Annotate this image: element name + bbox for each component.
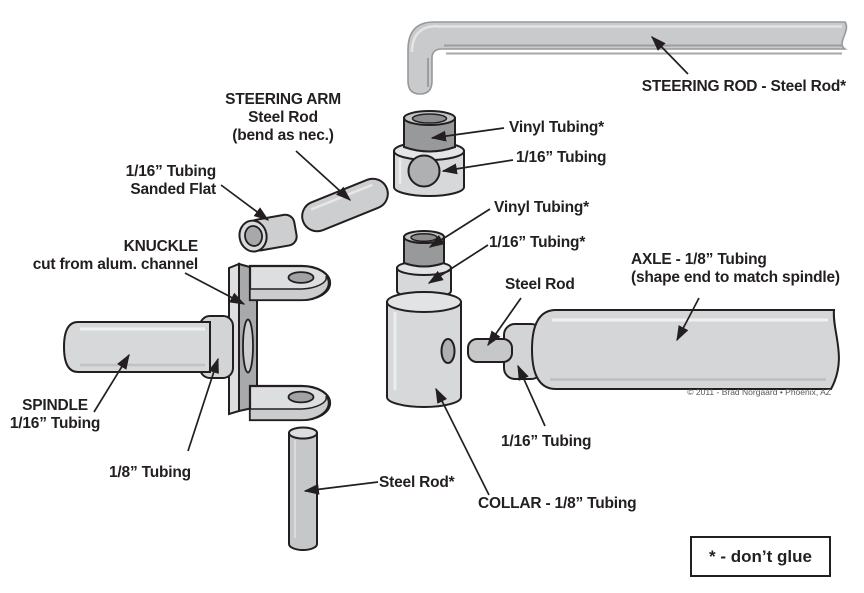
label-spindle-line2: 1/16” Tubing (9, 414, 101, 432)
label-steel-rod-axle: Steel Rod (505, 276, 575, 294)
dont-glue-legend: * - don’t glue (690, 536, 831, 577)
arrow-tubing-116-axle (517, 364, 546, 427)
arrow-steel-rod-bottom (303, 481, 379, 495)
label-sanded-tubing-line2: Sanded Flat (130, 180, 216, 198)
label-axle-line2: (shape end to match spindle) (631, 268, 840, 286)
copyright-text: © 2011 - Brad Norgaard • Phoenix, AZ (687, 387, 831, 397)
label-knuckle-line2: cut from alum. channel (32, 255, 198, 273)
label-tubing-116-top: 1/16” Tubing (516, 149, 607, 167)
sanded-tube-part (238, 213, 298, 253)
label-vinyl-tubing-mid-text: Vinyl Tubing* (494, 199, 589, 216)
label-sanded-tubing-line1: 1/16” Tubing (125, 163, 217, 180)
arrow-knuckle (184, 272, 246, 305)
label-tubing-18: 1/8” Tubing (109, 464, 191, 482)
label-knuckle: KNUCKLE cut from alum. channel (19, 238, 198, 274)
label-tubing-116-axle: 1/16” Tubing (501, 433, 592, 451)
arrow-axle (676, 297, 700, 342)
arrow-tubing-116-mid (427, 244, 489, 284)
label-steering-arm-line1: STEERING ARM (225, 91, 341, 108)
label-spindle-line1: SPINDLE (22, 397, 88, 414)
label-steering-arm-line2: Steel Rod (248, 108, 318, 126)
label-tubing-116-axle-text: 1/16” Tubing (501, 433, 592, 450)
arrow-tubing-18 (187, 357, 219, 452)
label-spindle: SPINDLE 1/16” Tubing (3, 397, 107, 433)
label-tubing-116-mid-text: 1/16” Tubing* (489, 234, 586, 251)
arrow-steel-rod-axle (487, 297, 522, 347)
arrow-steering-arm (295, 150, 352, 201)
label-collar-text: COLLAR - 1/8” Tubing (478, 495, 637, 512)
copyright-note: © 2011 - Brad Norgaard • Phoenix, AZ (621, 387, 831, 397)
knuckle-bottom-hole (287, 390, 315, 404)
label-steering-arm-line3: (bend as nec.) (232, 126, 334, 144)
label-axle-line1: AXLE - 1/8” Tubing (631, 251, 767, 268)
label-tubing-18-text: 1/8” Tubing (109, 464, 191, 481)
label-sanded-tubing: 1/16” Tubing Sanded Flat (96, 163, 217, 199)
steel-rod-vertical-part (288, 426, 318, 551)
label-collar: COLLAR - 1/8” Tubing (478, 495, 637, 513)
arrow-vinyl-mid (428, 208, 491, 248)
collar-stack-assembly (386, 230, 462, 408)
arrow-spindle (93, 353, 130, 413)
spindle-tube-part (62, 321, 211, 373)
label-tubing-116-mid: 1/16” Tubing* (489, 234, 585, 252)
arrow-vinyl-top (430, 127, 505, 142)
label-tubing-116-top-text: 1/16” Tubing (516, 149, 607, 166)
label-steering-arm: STEERING ARM Steel Rod (bend as nec.) (193, 91, 373, 144)
label-steering-rod: STEERING ROD - Steel Rod* (600, 78, 846, 96)
knuckle-bracket-part (228, 262, 332, 422)
vinyl-tube-top-part (403, 110, 456, 153)
axle-assembly (467, 309, 840, 390)
arrow-sanded-tube (220, 184, 270, 221)
arrow-collar (435, 387, 490, 496)
label-steel-rod-bottom: Steel Rod* (379, 474, 455, 492)
label-steel-rod-bottom-text: Steel Rod* (379, 474, 455, 491)
tube-hole (407, 154, 441, 188)
label-steel-rod-axle-text: Steel Rod (505, 276, 575, 293)
steering-arm-rod-part (301, 177, 389, 233)
collar-cylinder-part (386, 291, 462, 408)
steering-rod-part (407, 21, 848, 95)
label-vinyl-tubing-top-text: Vinyl Tubing* (509, 119, 604, 136)
vinyl-tube-mid-part (403, 230, 445, 268)
label-steering-rod-text: STEERING ROD - Steel Rod* (641, 78, 846, 95)
axle-tube-part (530, 309, 840, 390)
upper-post-assembly (393, 110, 465, 197)
collar-side-hole (440, 338, 456, 364)
arrow-tubing-116-top (441, 159, 514, 175)
label-axle: AXLE - 1/8” Tubing (shape end to match s… (631, 251, 840, 287)
label-vinyl-tubing-top: Vinyl Tubing* (509, 119, 604, 137)
knuckle-top-hole (287, 271, 315, 284)
knuckle-slot (242, 318, 254, 374)
arrow-steering-rod (651, 36, 689, 75)
label-vinyl-tubing-mid: Vinyl Tubing* (494, 199, 589, 217)
label-knuckle-line1: KNUCKLE (123, 238, 199, 255)
spindle-assembly (62, 315, 234, 379)
dont-glue-text: * - don’t glue (709, 546, 812, 566)
leader-arrows (93, 36, 700, 496)
